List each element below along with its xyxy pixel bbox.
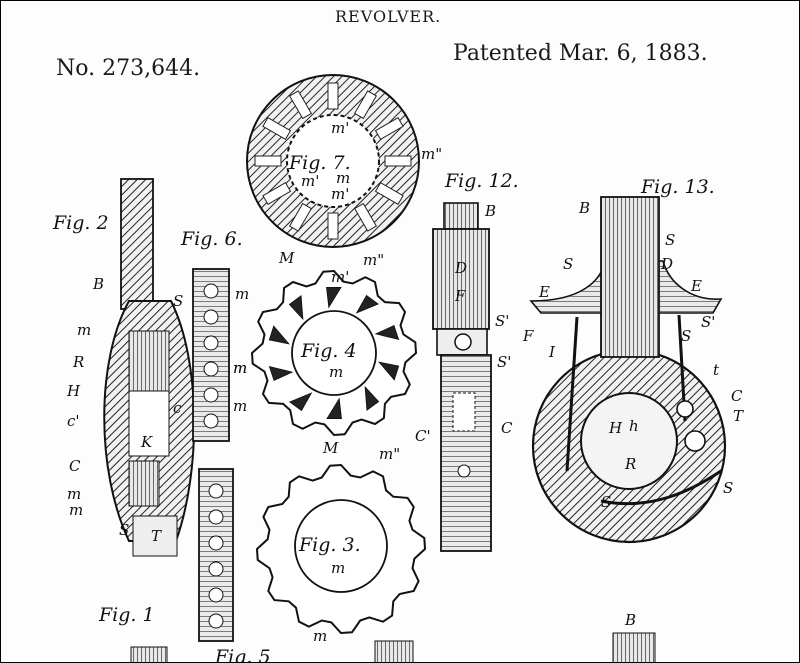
fig2-label-C: C [69,457,81,475]
fig12-side-view: Fig. 12. B D F S' S' C' C [415,170,519,551]
fig7-flute [255,156,281,166]
chamber-hole [204,362,218,376]
fig2-label-m1: m [77,321,91,339]
fig7-flute [328,83,338,109]
fig12-label-B: B [484,202,496,220]
fig13-label-F: F [522,327,534,345]
fig6-label-m3: m [233,397,247,415]
fig13-label-T: T [733,407,744,425]
fig1-label: Fig. 1 [98,604,155,626]
fig7-flute [328,213,338,239]
fig3-label-m2: m [331,559,345,577]
fig13-label-S: S [681,327,691,345]
chamber-hole [209,484,223,498]
fig13-label-B: B [578,199,590,217]
chamber-hole [209,536,223,550]
fig2-label-R: R [72,353,84,371]
fig4-label-M: M [278,249,295,267]
fig13-label-S5: S [723,479,733,497]
fig12-label: Fig. 12. [444,170,519,192]
fig6-label-m1: m [235,285,249,303]
chamber-hole [209,588,223,602]
fig13-label-t: t [713,361,720,379]
fig2-label-B: B [92,275,104,293]
fig13-label-D: D [660,255,673,273]
fig13-label-E1: E [690,277,702,295]
fig12-label-C1: C' [415,427,431,445]
fig2-label-H: H [66,382,81,400]
fig7-label-m1: m' [331,119,349,137]
fig4-label: Fig. 4 [300,340,357,362]
chamber-hole [204,310,218,324]
fig12-label-D: D [454,259,467,277]
fig2-label-c2: c [173,399,182,417]
fig6-label: Fig. 6. [180,228,243,250]
fig7-flute [385,156,411,166]
fig3-label-M: M [322,439,339,457]
fig4-label-m3: m [329,363,343,381]
fig13-label-S1b: S [601,493,611,511]
chamber-hole [204,284,218,298]
fig12-label-F: F [454,287,466,305]
fig3-label: Fig. 3. [298,534,361,556]
fig13-lockwork: Fig. 13. B S S D E E F I S' S t C T h H … [522,176,744,542]
fig12-label-S2: S' [497,353,511,371]
fig13-label-R: R [624,455,636,473]
fig5-label: Fig. 5 [214,646,271,662]
fig2-label-S: S [173,292,183,310]
fig7-label-m4: m' [331,185,349,203]
fig2-section: Fig. 2 B S m R H c' C m K c m S T [52,179,194,556]
fig3-label-m3: m [313,627,327,645]
fig13-label-S4b: S [563,255,573,273]
fig7-cylinder: Fig. 7. m' m' m m' m" [247,75,442,247]
fig13-label-S1: S' [701,313,715,331]
fig4-disc: Fig. 4 M m" m' m m [233,249,416,435]
fig7-label-m2: m' [301,172,319,190]
chamber-hole [209,562,223,576]
fig2-label-S3: S [119,521,129,539]
fig12-label-C2: C [501,419,513,437]
fig13-label-h: h [629,417,639,435]
chamber-hole [209,510,223,524]
fig13-label-I: I [548,343,556,361]
chamber-hole [204,336,218,350]
fig13-label-S4a: S [665,231,675,249]
fig2-label-K: K [140,433,153,451]
chamber-hole [204,388,218,402]
fig4-label-m2: m' [331,268,349,286]
fig2-label-c1: c' [67,412,80,430]
fig2-label-m3: m [69,501,83,519]
fig12-label-S1: S' [495,312,509,330]
fig1-label-B: B [624,611,636,629]
fig3-ring: Fig. 3. M m" m m [257,439,425,645]
fig4-label-m1: m" [363,251,384,269]
fig6-label-m2: m [233,359,247,377]
fig13-label: Fig. 13. [640,176,715,198]
fig2-label-T: T [151,527,162,545]
fig13-label-C: C [731,387,743,405]
fig2-label: Fig. 2 [52,212,109,234]
fig13-label-H: H [608,419,623,437]
chamber-hole [204,414,218,428]
fig3-label-m1: m" [379,445,400,463]
fig13-label-E2: E [538,283,550,301]
fig7-label-m5: m" [421,145,442,163]
chamber-hole [209,614,223,628]
